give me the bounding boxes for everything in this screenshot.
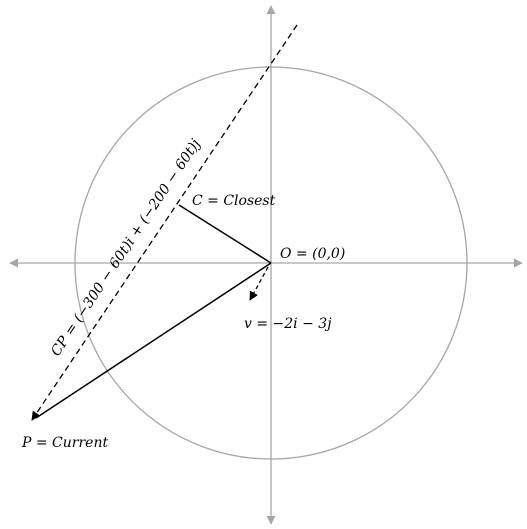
velocity-vector [249, 266, 269, 301]
velocity-label: v = −2i − 3j [244, 316, 332, 332]
origin-to-current-segment [35, 262, 272, 419]
current-label: P = Current [21, 435, 108, 451]
closest-label: C = Closest [192, 193, 276, 209]
range-circle [74, 66, 468, 460]
path-equation-label: CP = (−300 − 60t)i + (−200 − 60t)j [48, 136, 204, 359]
path-line [31, 24, 298, 421]
origin-label: O = (0,0) [280, 246, 345, 262]
closest-to-origin-segment [178, 204, 272, 264]
